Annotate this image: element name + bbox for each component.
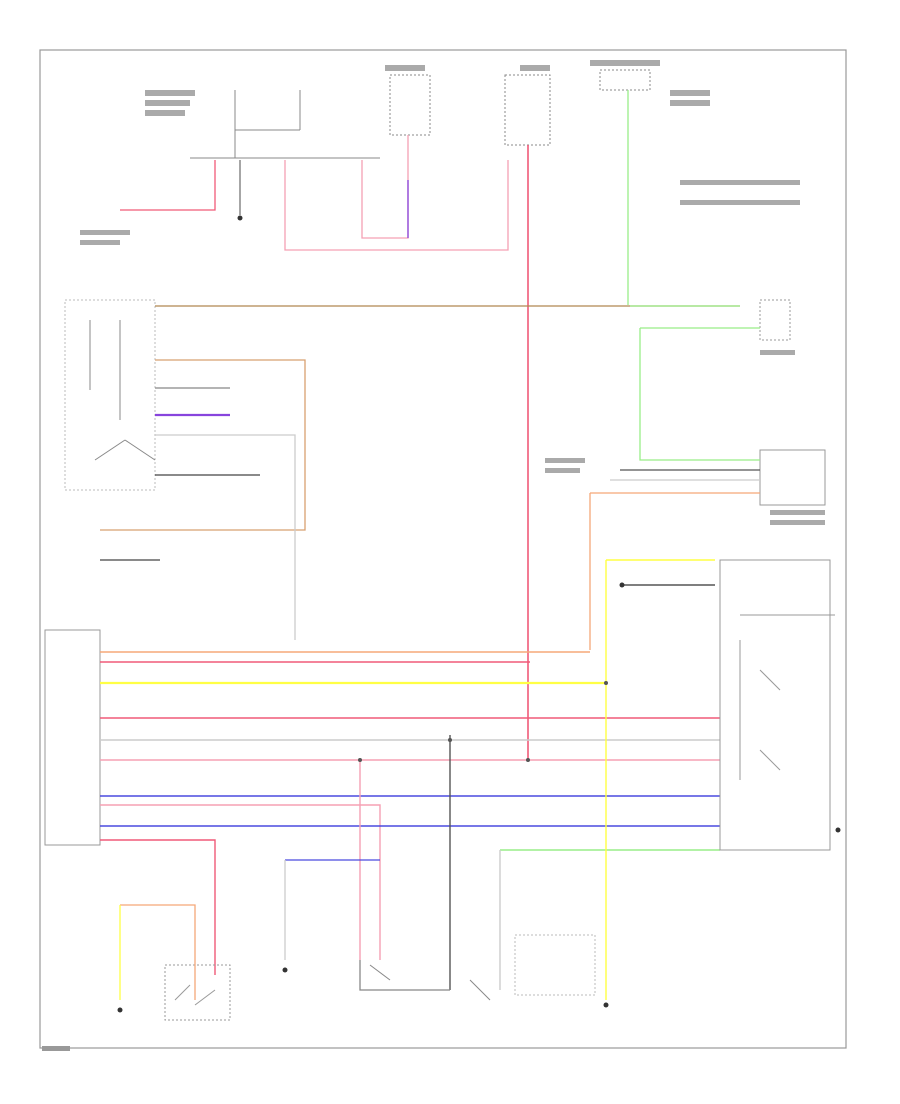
footer-code-mark xyxy=(42,1046,70,1051)
top-ground-dot xyxy=(237,215,243,221)
lower-left-module xyxy=(44,629,101,846)
combination-switch xyxy=(719,559,835,851)
top-switch-cluster xyxy=(190,69,651,159)
right-label-dots xyxy=(545,350,825,525)
diagram-frame xyxy=(39,49,847,1049)
right-wiring xyxy=(589,327,760,650)
control-unit-box xyxy=(64,299,156,491)
light-switch xyxy=(164,964,231,1021)
bottom-wiring xyxy=(119,859,450,1000)
top-label-dots xyxy=(80,60,800,245)
main-harness xyxy=(100,559,720,1000)
bottom-components xyxy=(369,934,596,1001)
right-connector-upper xyxy=(759,299,826,506)
control-unit-internals xyxy=(89,320,156,461)
ground-dots xyxy=(117,582,841,1013)
junction-dots xyxy=(358,681,608,762)
top-wiring xyxy=(120,90,629,760)
control-unit-wiring xyxy=(100,305,740,640)
